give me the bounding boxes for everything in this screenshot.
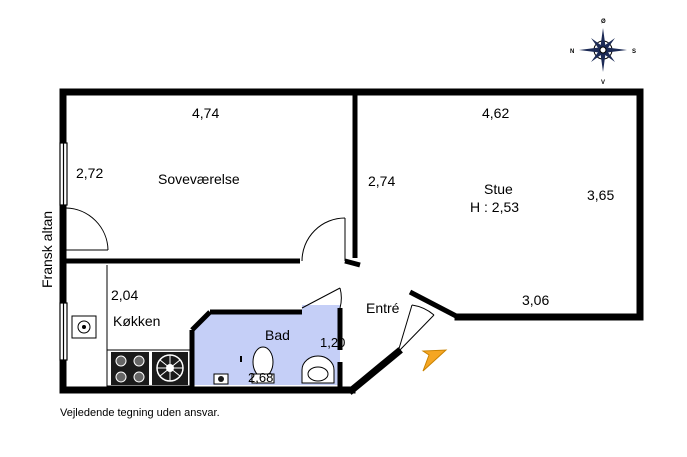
compass-bottom-label: V [601, 80, 605, 86]
dim-stue-left: 2,74 [368, 173, 395, 189]
washbasin-icon [301, 355, 335, 384]
room-label-kokken: Køkken [113, 313, 160, 329]
dim-stue-right: 3,65 [587, 187, 614, 203]
dim-kokken: 2,04 [111, 287, 138, 303]
compass-icon [579, 28, 627, 72]
dim-bad-depth: 1,20 [320, 335, 345, 350]
exterior-walls [59, 88, 644, 395]
dim-sov-depth: 2,72 [76, 165, 103, 181]
door-entrance [397, 304, 435, 353]
label-fransk-altan: Fransk altan [39, 211, 55, 288]
door-bedroom-west [65, 207, 109, 251]
washing-machine-icon [213, 373, 229, 385]
interior-walls [63, 92, 460, 388]
room-label-entre: Entré [366, 300, 400, 316]
dim-stue-bottom: 3,06 [522, 292, 549, 308]
compass-top-label: Ø [601, 19, 606, 25]
disclaimer-text: Vejledende tegning uden ansvar. [60, 407, 220, 419]
compass-n-label: N [570, 49, 574, 55]
fan-icon [152, 352, 188, 385]
dim-bad-width: 2,68 [248, 370, 273, 385]
compass-s-label: S [632, 49, 636, 55]
kitchen-sink-icon [71, 315, 97, 339]
room-label-bad: Bad [265, 327, 290, 343]
stue-height-label: H : 2,53 [470, 199, 519, 215]
dim-sov-width: 4,74 [192, 105, 219, 121]
toilet-icon [251, 346, 275, 384]
stove-icon [111, 352, 149, 385]
kitchen-counter [106, 265, 192, 387]
entry-arrow-icon [421, 349, 448, 372]
window-left-upper [59, 142, 68, 206]
door-bedroom [301, 217, 346, 262]
room-label-sovevaerelse: Soveværelse [158, 171, 240, 187]
window-left-lower [59, 302, 68, 361]
room-label-stue: Stue [484, 181, 513, 197]
dim-stue-width: 4,62 [482, 105, 509, 121]
door-bath [301, 287, 342, 309]
